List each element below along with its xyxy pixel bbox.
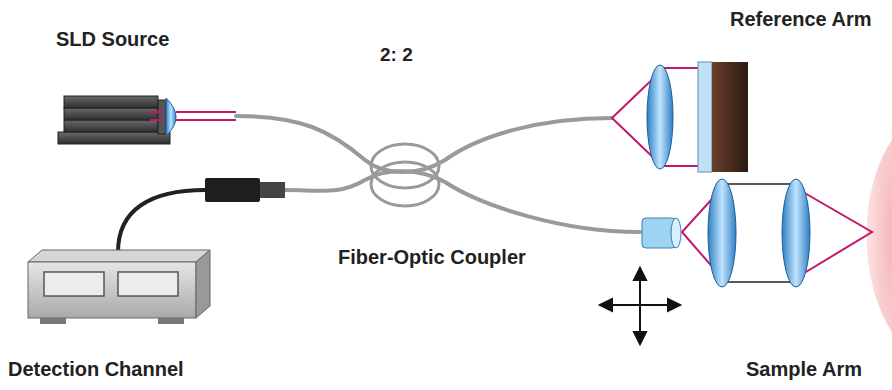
- detector-label: Detection Channel: [8, 358, 184, 381]
- source-label: SLD Source: [56, 28, 169, 51]
- ratio-label: 2: 2: [380, 44, 413, 66]
- scan-arrows: [600, 268, 680, 344]
- sample-arm: [642, 140, 892, 332]
- arm-label: Sample Arm: [746, 358, 862, 381]
- arm-label: Reference Arm: [730, 8, 872, 31]
- sld-source: [58, 96, 236, 144]
- optical-fiber: [236, 116, 640, 232]
- reference-arm: [612, 62, 748, 172]
- coupler-loop: [371, 144, 439, 206]
- detection-channel: [28, 178, 285, 324]
- coupler-label: Fiber-Optic Coupler: [338, 246, 526, 269]
